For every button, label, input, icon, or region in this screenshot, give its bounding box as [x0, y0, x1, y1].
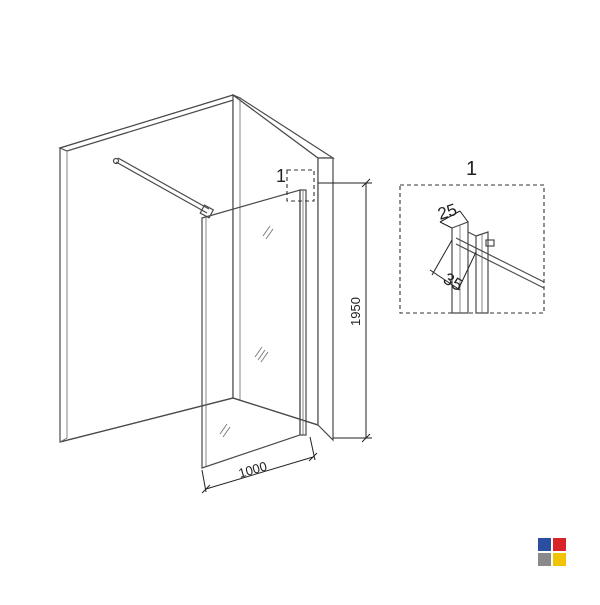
logo-tile-red: [553, 538, 566, 551]
detail-callout: 1: [276, 166, 315, 202]
detail-dim-35: 35: [429, 239, 477, 295]
glass-panel: [201, 189, 301, 469]
profile-depth-label: 35: [440, 269, 466, 295]
logo-tile-blue: [538, 538, 551, 551]
detail-dim-25: 25: [435, 200, 469, 229]
brand-logo-grid-icon: [538, 538, 566, 566]
detail-profile: [451, 221, 495, 314]
wall-corner: [58, 93, 336, 443]
logo-tile-grey: [538, 553, 551, 566]
detail-view: 1 25 35: [399, 158, 545, 314]
detail-callout-label: 1: [276, 166, 286, 186]
logo-tile-yellow: [553, 553, 566, 566]
detail-frame: [399, 184, 545, 314]
height-dim-label: 1950: [348, 297, 363, 326]
side-wall-edge: [317, 157, 334, 442]
detail-title: 1: [466, 158, 477, 180]
height-dimension: 1950: [318, 178, 372, 443]
stabiliser-bar: [112, 157, 215, 219]
detail-bar: [455, 231, 545, 289]
glass-reflection-marks: [219, 225, 274, 438]
back-wall: [59, 94, 234, 443]
width-dim-label: 1000: [237, 458, 269, 480]
width-dimension: 1000: [201, 436, 318, 494]
profile-width-label: 25: [435, 200, 459, 224]
